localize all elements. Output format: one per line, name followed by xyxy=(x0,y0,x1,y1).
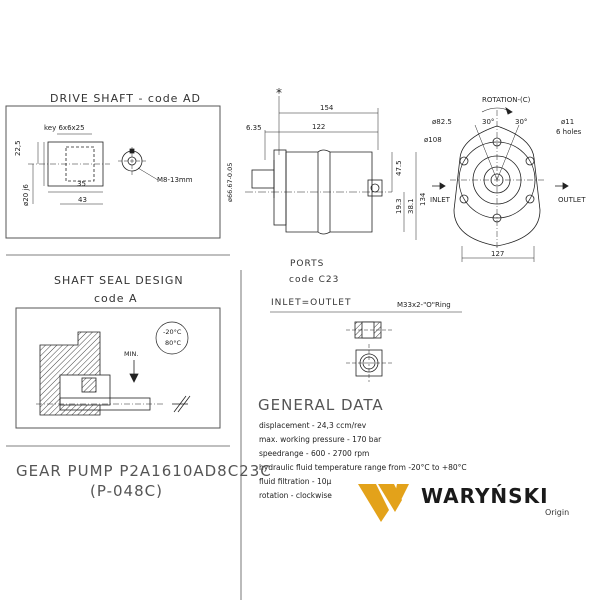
data-line-displacement: displacement - 24,3 ccm/rev xyxy=(259,421,367,430)
ports-drawing xyxy=(270,311,462,382)
dim-127: 127 xyxy=(491,250,505,258)
ports-title: PORTS xyxy=(290,259,325,269)
thread-label: M8-13mm xyxy=(157,176,193,184)
pump-front-view xyxy=(432,107,569,262)
dim-phi66: ø66.67-0.05 xyxy=(226,162,234,202)
dim-47-5: 47.5 xyxy=(395,160,403,176)
min-label: MIN. xyxy=(124,350,139,358)
star-mark: * xyxy=(276,86,282,100)
brand-tagline: Origin xyxy=(545,508,570,517)
dim-38-1: 38.1 xyxy=(407,198,415,214)
temp-max: 80°C xyxy=(165,339,182,347)
data-line-pressure: max. working pressure - 170 bar xyxy=(259,435,382,444)
dim-6-35: 6.35 xyxy=(246,124,262,132)
temp-min: -20°C xyxy=(163,328,182,336)
dim-phi108: ø108 xyxy=(424,136,442,144)
dim-30-right: 30° xyxy=(515,118,528,126)
pump-side-view xyxy=(245,96,417,240)
dim-phi82-5: ø82.5 xyxy=(432,118,452,126)
dim-19-3: 19.3 xyxy=(395,198,403,214)
dim-122: 122 xyxy=(312,123,326,131)
data-line-filtration: fluid filtration - 10µ xyxy=(259,477,332,486)
product-code: (P-048C) xyxy=(90,482,163,500)
data-line-rotation: rotation - clockwise xyxy=(259,491,332,500)
product-title: GEAR PUMP P2A1610AD8C23C xyxy=(16,462,272,480)
dim-154: 154 xyxy=(320,104,334,112)
dim-22-5: 22,5 xyxy=(14,140,22,156)
dim-phi11: ø11 xyxy=(561,118,575,126)
dim-phi20: ø20 j6 xyxy=(22,184,30,206)
general-data-title: GENERAL DATA xyxy=(258,396,384,414)
holes-label: 6 holes xyxy=(556,128,582,136)
inlet-outlet-label: INLET=OUTLET xyxy=(271,298,352,308)
shaft-seal-drawing xyxy=(36,321,191,416)
key-label: key 6x6x25 xyxy=(44,124,85,132)
shaft-seal-title: SHAFT SEAL DESIGN xyxy=(54,274,184,287)
dim-134: 134 xyxy=(419,192,427,206)
drive-shaft-frame xyxy=(5,105,221,239)
rotation-label: ROTATION-(C) xyxy=(482,96,531,104)
drive-shaft-drawing xyxy=(28,133,159,205)
dim-30-left: 30° xyxy=(482,118,495,126)
inlet-label: INLET xyxy=(430,196,450,204)
shaft-seal-frame xyxy=(15,307,221,429)
data-line-temperature: hydraulic fluid temperature range from -… xyxy=(259,463,467,472)
data-line-speed: speedrange - 600 - 2700 rpm xyxy=(259,449,370,458)
shaft-seal-code: code A xyxy=(94,292,138,305)
drive-shaft-title: DRIVE SHAFT - code AD xyxy=(50,92,201,105)
dim-35: 35 xyxy=(77,180,86,188)
waryński-logo-mark xyxy=(358,484,409,522)
outlet-label: OUTLET xyxy=(558,196,586,204)
port-thread: M33x2-"O"Ring xyxy=(397,301,451,309)
brand-logo-text: WARYŃSKI xyxy=(421,484,549,508)
ports-code: code C23 xyxy=(289,275,340,285)
dim-43: 43 xyxy=(78,196,87,204)
